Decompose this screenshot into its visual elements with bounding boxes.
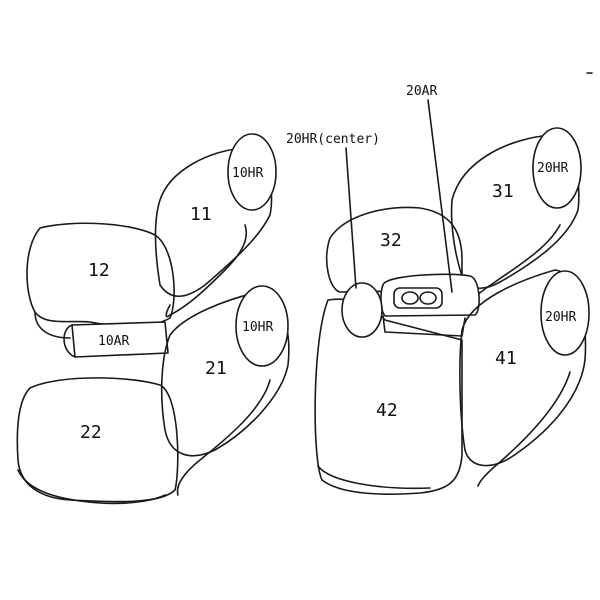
headrest-20hr-lower: [540, 270, 590, 356]
label-armrest-10ar: 10AR: [98, 334, 129, 349]
cup-holder-right: [419, 291, 437, 305]
armrest-10ar-edge: [63, 324, 76, 358]
label-seat-12: 12: [88, 260, 110, 281]
seat-part-32: [326, 206, 463, 293]
label-headrest-20hr-upper: 20HR: [537, 161, 568, 176]
label-seat-41: 41: [495, 348, 517, 369]
label-seat-11: 11: [190, 204, 212, 225]
callout-line-headrest-center: [345, 147, 357, 289]
headrest-20hr-center: [341, 282, 383, 338]
headrest-20hr-upper: [532, 127, 582, 209]
seat-part-11-side: [165, 224, 247, 318]
seat-part-22-base: [17, 469, 166, 505]
callout-line-armrest: [427, 99, 453, 293]
seat-part-41-side: [477, 371, 571, 487]
label-headrest-10hr-lower: 10HR: [242, 320, 273, 335]
front-seat-group: [16, 133, 290, 505]
cup-holder-left: [401, 291, 419, 305]
seat-part-42: [314, 298, 463, 495]
rear-seat-group: [314, 99, 590, 495]
armrest-10ar: [71, 321, 169, 358]
headrest-10hr-upper: [227, 133, 277, 211]
seat-part-42-base: [317, 465, 431, 490]
label-callout-20ar: 20AR: [406, 84, 437, 99]
label-seat-22: 22: [80, 422, 102, 443]
label-headrest-10hr-upper: 10HR: [232, 166, 263, 181]
label-seat-31: 31: [492, 181, 514, 202]
label-callout-20hr-center: 20HR(center): [286, 132, 380, 147]
seat-part-21: [160, 291, 290, 457]
label-seat-32: 32: [380, 230, 402, 251]
seat-part-12-base: [34, 311, 71, 339]
headrest-10hr-lower: [235, 285, 289, 367]
seat-part-21-side: [176, 379, 271, 496]
label-seat-42: 42: [376, 400, 398, 421]
console-lower-edge: [382, 315, 466, 337]
seat-part-41: [459, 269, 587, 467]
label-headrest-20hr-lower: 20HR: [545, 310, 576, 325]
seat-part-11: [154, 147, 273, 298]
label-seat-21: 21: [205, 358, 227, 379]
